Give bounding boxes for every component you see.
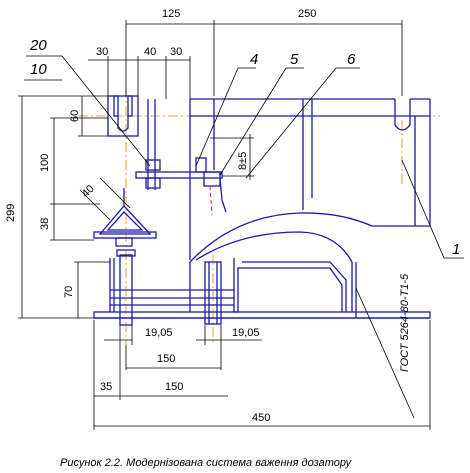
dim-38: 38 — [39, 218, 51, 230]
dim-30-right: 30 — [170, 46, 182, 58]
dim-450: 450 — [252, 412, 270, 424]
lever-arm — [135, 157, 227, 216]
dim-150-lower: 150 — [165, 381, 183, 393]
frame-structure — [93, 98, 431, 326]
dim-70: 70 — [63, 286, 75, 298]
figure-caption: Рисунок 2.2. Модернізована система важен… — [60, 457, 353, 469]
dim-150-upper: 150 — [157, 353, 175, 365]
callout-6: 6 — [347, 51, 356, 68]
callout-1: 1 — [452, 241, 460, 258]
callout-4: 4 — [250, 51, 258, 68]
dim-60: 60 — [69, 110, 81, 122]
gost-standard-label: ГОСТ 5264-80-Т1-5 — [399, 273, 411, 372]
callout-20: 20 — [29, 37, 47, 54]
dim-35: 35 — [100, 381, 112, 393]
dim-250: 250 — [298, 8, 316, 20]
dim-30-left: 30 — [96, 46, 108, 58]
dim-125: 125 — [162, 8, 180, 20]
dim-40-top: 40 — [144, 46, 156, 58]
dimension-lines — [18, 20, 464, 430]
dim-19-05-left: 19,05 — [145, 327, 173, 339]
dim-8-5: 8±5 — [237, 152, 249, 170]
dim-100: 100 — [39, 154, 51, 172]
weight-carrier — [93, 188, 157, 247]
callout-5: 5 — [290, 51, 299, 68]
upper-bracket — [107, 95, 161, 190]
dim-40-diagonal: 40 — [80, 183, 97, 200]
dim-299: 299 — [5, 204, 17, 222]
callout-10: 10 — [30, 61, 47, 78]
dim-19-05-right: 19,05 — [232, 327, 260, 339]
